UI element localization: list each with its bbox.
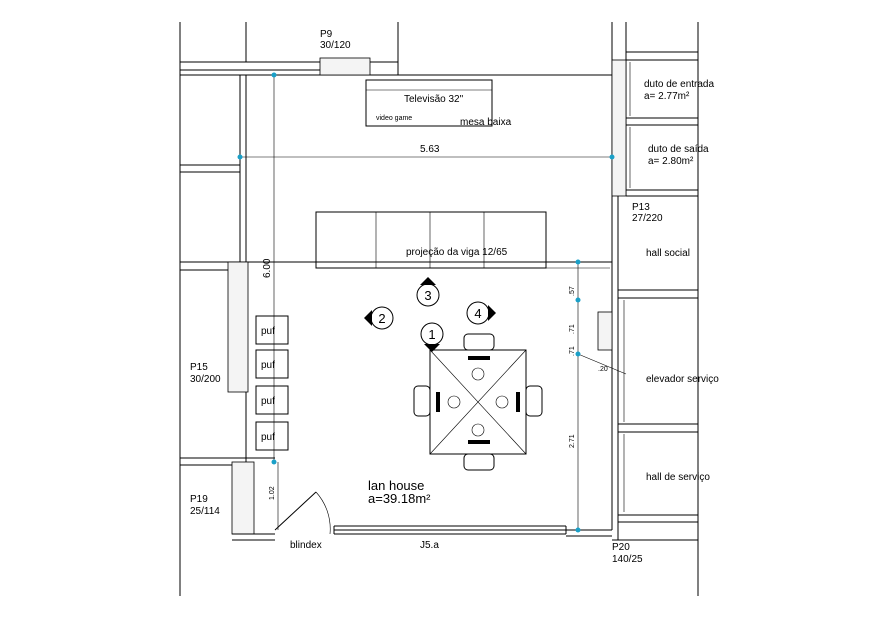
service-elevator-label: elevador serviço (646, 374, 719, 385)
p15-name: P15 (190, 362, 208, 373)
service-hall-label: hall de serviço (646, 472, 710, 483)
dim-271: 2.71 (569, 434, 576, 448)
dimension-lines (237, 72, 627, 533)
room-name: lan house (368, 478, 424, 493)
duct-in-name: duto de entrada (644, 79, 714, 90)
puf-label-2: puf (261, 360, 275, 371)
svg-text:4: 4 (474, 306, 481, 321)
puf-group (255, 315, 289, 451)
p9-name: P9 (320, 29, 333, 40)
p9-size: 30/120 (320, 40, 351, 51)
p13-size: 27/220 (632, 213, 663, 224)
p20-size: 140/25 (612, 554, 643, 565)
svg-text:1: 1 (428, 327, 435, 342)
door (274, 491, 331, 535)
right-walls (566, 22, 698, 541)
gaming-table (413, 333, 543, 471)
hall-social-label: hall social (646, 248, 690, 259)
dim-20: .20 (598, 366, 608, 373)
door-label: blindex (290, 540, 322, 551)
dim-102: 1.02 (269, 486, 276, 500)
low-table-label: mesa baixa (460, 117, 512, 128)
tv-unit (365, 79, 493, 127)
p19-size: 25/114 (190, 506, 220, 517)
top-walls (180, 22, 612, 270)
width-dimension: 5.63 (420, 144, 440, 155)
duct-in-area: a= 2.77m² (644, 91, 690, 102)
p13-name: P13 (632, 202, 650, 213)
view-marker-2: 2 (364, 306, 394, 330)
dim-71b: .71 (569, 346, 576, 356)
room-area: a=39.18m² (368, 491, 431, 506)
view-marker-4: 4 (466, 301, 496, 325)
dim-57: .57 (569, 286, 576, 296)
height-dimension: 6.00 (262, 258, 273, 278)
beam-label: projeção da viga 12/65 (406, 247, 508, 258)
view-marker-1: 1 (420, 322, 444, 352)
puf-label-4: puf (261, 432, 275, 443)
dim-71a: .71 (569, 324, 576, 334)
svg-text:3: 3 (424, 288, 431, 303)
p15-size: 30/200 (190, 374, 221, 385)
p19-name: P19 (190, 494, 208, 505)
tv-label: Televisão 32" (404, 94, 464, 105)
window-label: J5.a (420, 540, 439, 551)
duct-out-name: duto de saída (648, 144, 709, 155)
duct-out-area: a= 2.80m² (648, 156, 694, 167)
puf-label-1: puf (261, 326, 275, 337)
video-game-label: video game (376, 115, 412, 122)
left-walls (180, 75, 612, 541)
view-marker-3: 3 (416, 277, 440, 307)
beam-projection (315, 211, 610, 269)
svg-text:2: 2 (378, 311, 385, 326)
window (333, 525, 567, 535)
puf-label-3: puf (261, 396, 275, 407)
p20-name: P20 (612, 542, 630, 553)
